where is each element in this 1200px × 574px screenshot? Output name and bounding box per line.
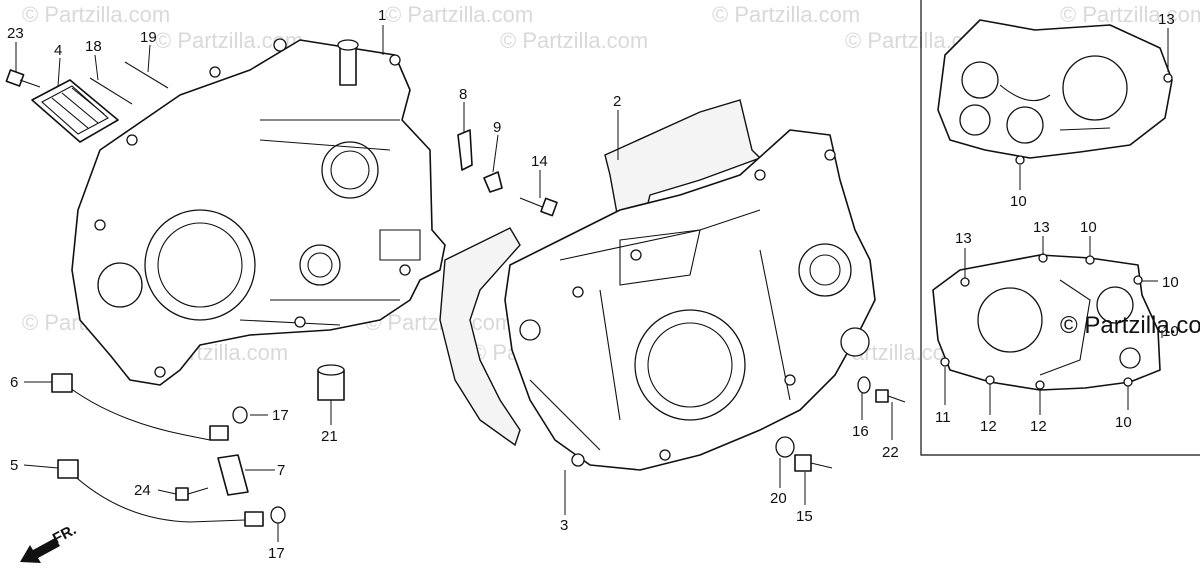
callout-22: 22 bbox=[882, 444, 899, 461]
callout-13: 13 bbox=[1033, 219, 1050, 236]
inset-upper-cover bbox=[937, 19, 1173, 165]
bolt-14 bbox=[519, 197, 558, 217]
callout-16: 16 bbox=[852, 423, 869, 440]
callout-10: 10 bbox=[1162, 274, 1179, 291]
callout-13: 13 bbox=[1158, 11, 1175, 28]
callout-4: 4 bbox=[54, 42, 62, 59]
bolt-15 bbox=[794, 454, 833, 472]
callout-labels: 23 4 18 19 1 8 9 2 14 6 17 21 5 7 24 17 … bbox=[7, 7, 1179, 562]
washer-9 bbox=[483, 171, 503, 193]
stud-19 bbox=[124, 61, 169, 89]
callout-1: 1 bbox=[378, 7, 386, 24]
callout-3: 3 bbox=[560, 517, 568, 534]
washer-17 bbox=[270, 506, 286, 524]
callout-14: 14 bbox=[531, 153, 548, 170]
watermark: © Partzilla.com bbox=[712, 2, 860, 27]
oil-strainer bbox=[31, 79, 119, 143]
callout-9: 9 bbox=[493, 119, 501, 136]
callout-11: 11 bbox=[935, 409, 951, 426]
watermark: © Partzilla.com bbox=[1060, 2, 1200, 27]
washer-16 bbox=[857, 376, 871, 394]
callout-17: 17 bbox=[268, 545, 285, 562]
inset-lower-cover bbox=[932, 253, 1161, 391]
right-crankcase-half bbox=[504, 129, 876, 471]
leader-lines bbox=[15, 25, 1169, 542]
bolt-24 bbox=[175, 487, 209, 501]
callout-13: 13 bbox=[955, 230, 972, 247]
callout-6: 6 bbox=[10, 374, 18, 391]
gasket-3 bbox=[439, 227, 521, 447]
callout-10: 10 bbox=[1010, 193, 1027, 210]
plate-8 bbox=[457, 129, 473, 171]
callout-10: 10 bbox=[1162, 323, 1179, 340]
watermark: © Partzilla.com bbox=[500, 28, 648, 53]
callout-18: 18 bbox=[85, 38, 102, 55]
clamp-7 bbox=[217, 454, 249, 496]
inset-frame bbox=[920, 0, 1200, 456]
callout-21: 21 bbox=[321, 428, 338, 445]
front-direction-arrow: FR. bbox=[20, 521, 79, 563]
washer-20 bbox=[775, 436, 795, 458]
dowel-18 bbox=[89, 77, 133, 105]
callout-7: 7 bbox=[277, 462, 285, 479]
inset-watermark: © Partzilla.com bbox=[1060, 312, 1200, 339]
callout-5: 5 bbox=[10, 457, 18, 474]
oil-hose-6 bbox=[51, 373, 229, 441]
callout-12: 12 bbox=[1030, 418, 1047, 435]
callout-20: 20 bbox=[770, 490, 787, 507]
callout-2: 2 bbox=[613, 93, 621, 110]
callout-17: 17 bbox=[272, 407, 289, 424]
callout-24: 24 bbox=[134, 482, 151, 499]
callout-8: 8 bbox=[459, 86, 467, 103]
callout-12: 12 bbox=[980, 418, 997, 435]
collar-21 bbox=[317, 364, 345, 401]
bolt-22 bbox=[875, 389, 906, 403]
bolt-23 bbox=[5, 69, 41, 88]
callout-15: 15 bbox=[796, 508, 813, 525]
callout-10: 10 bbox=[1080, 219, 1097, 236]
washer-17 bbox=[232, 406, 248, 424]
watermark: © Partzilla.com bbox=[385, 2, 533, 27]
callout-23: 23 bbox=[7, 25, 24, 42]
oil-hose-5 bbox=[57, 459, 264, 527]
callout-19: 19 bbox=[140, 29, 157, 46]
left-crankcase-half bbox=[71, 38, 446, 386]
callout-10: 10 bbox=[1115, 414, 1132, 431]
watermark: © Partzilla.com bbox=[22, 2, 170, 27]
